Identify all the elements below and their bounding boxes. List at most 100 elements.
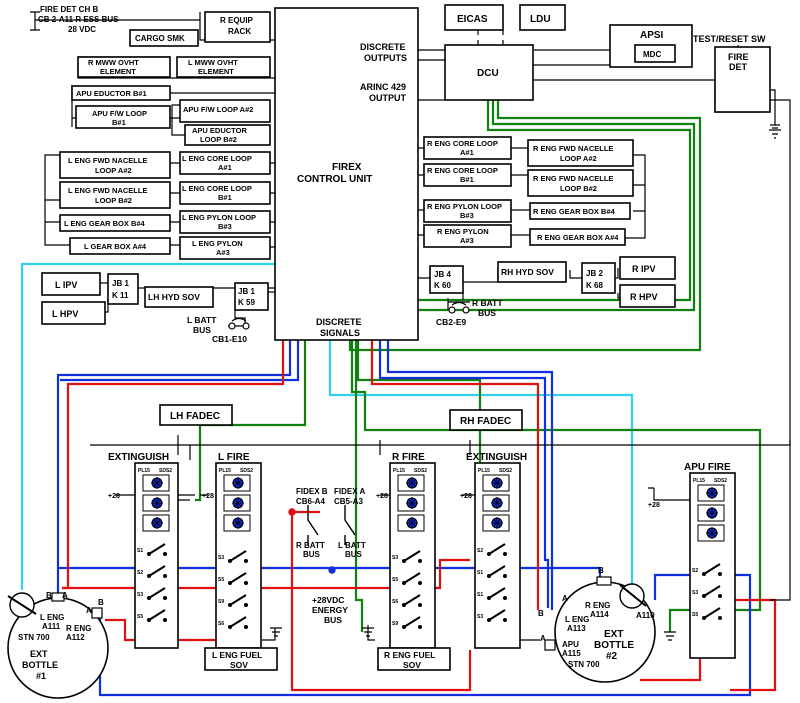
indicator-lamp-icon: [482, 494, 510, 512]
l-gear-box-a4-label: L GEAR BOX A#4: [84, 242, 147, 251]
fire-det-fire-label: FIRE: [728, 52, 749, 62]
b1-number-label: #1: [36, 671, 46, 681]
l-eng-fwd-nacelle-a2-label: L ENG FWD NACELLE: [68, 156, 147, 165]
l-fire-label: L FIRE: [218, 452, 250, 463]
fire-det-switch-box: [714, 46, 771, 113]
r-equip-rack-box: [204, 11, 271, 43]
l-batt-bus-label: BUS: [193, 325, 211, 335]
b1-port-b2-label: B: [98, 598, 104, 607]
jb1-k11-jb-label: JB 1: [112, 279, 129, 288]
firex-control-unit: [274, 7, 419, 341]
b1-a112-label: A112: [66, 633, 85, 642]
l-mww-ovht-box: [176, 56, 271, 78]
r-eng-fwd-nacelle-b2-label: R ENG FWD NACELLE: [533, 174, 613, 183]
apu-eductor-b2-label: LOOP B#2: [200, 135, 237, 144]
r-eng-fuel-sov-box: [377, 647, 451, 671]
l-eng-fwd-nacelle-b2-box: [59, 181, 171, 209]
r-batt-bus-label: BUS: [478, 308, 496, 318]
sds-tag: SDS2: [499, 468, 512, 474]
r-eng-gear-a4-label: R ENG GEAR BOX A#4: [537, 233, 619, 242]
lh-fadec-label: LH FADEC: [170, 411, 220, 422]
switch-number-label: S9: [218, 599, 224, 605]
jb4-k60-box: [429, 265, 464, 294]
l-eng-fuel-label: L ENG FUEL: [212, 650, 262, 660]
b1-l-eng-label: L ENG: [40, 613, 64, 622]
switch-contact-icon: [228, 594, 248, 607]
switch-contact-icon: [147, 543, 167, 556]
l-eng-fuel-sov-box: [204, 647, 278, 671]
discrete-signals-label: DISCRETE: [316, 317, 362, 327]
switch-number-label: S6: [218, 621, 224, 627]
apu-fire-panel: [689, 472, 736, 659]
b2-bottle-label: BOTTLE: [594, 640, 634, 651]
r-loop-a2-label: LOOP A#2: [560, 154, 597, 163]
l-eng-pylon-loop-b3-box: [179, 210, 271, 234]
loop-b2-label: LOOP B#2: [95, 196, 132, 205]
indicator-lamp-icon: [697, 484, 725, 502]
switch-number-label: S3: [137, 592, 143, 598]
cb2-e9-label: CB2-E9: [436, 317, 467, 327]
switch-contact-icon: [228, 616, 248, 629]
ext-bottle-2-icon: [544, 576, 656, 683]
apu-fire-label: APU FIRE: [684, 462, 731, 473]
green-wire: [418, 100, 696, 312]
eicas-label: EICAS: [457, 14, 488, 25]
a1-label: A#1: [218, 163, 232, 172]
sds-tag: SDS2: [714, 478, 727, 484]
l-ipv-box: [41, 272, 101, 296]
pl15-tag: PL15: [138, 468, 150, 474]
switch-contact-icon: [402, 572, 422, 585]
extinguish-left-panel: [134, 462, 179, 649]
apu-fw-a2-label: APU F/W LOOP A#2: [183, 105, 253, 114]
r-eng-pylon-a3-label: R ENG PYLON: [437, 227, 489, 236]
firex-title: FIREX: [332, 162, 362, 173]
r-eng-pylon-b3-label: R ENG PYLON LOOP: [427, 202, 502, 211]
b2-a115-label: A115: [562, 649, 581, 658]
indicator-lamp-icon: [397, 494, 425, 512]
indicator-lamp-icon: [397, 474, 425, 492]
switch-number-label: S3: [477, 614, 483, 620]
lh-fadec-box: [159, 404, 233, 426]
r-hpv-label: R HPV: [630, 292, 658, 302]
switch-contact-icon: [702, 607, 722, 620]
jb2-k68-box: [581, 262, 616, 294]
mdc-label: MDC: [643, 50, 661, 59]
pl15-tag: PL15: [393, 468, 405, 474]
switch-contact-icon: [487, 543, 507, 556]
b2-ext-label: EXT: [604, 629, 623, 640]
r-eng-fuel-label: R ENG FUEL: [384, 650, 435, 660]
l-hpv-box: [41, 301, 106, 325]
28vdc-label: 28 VDC: [68, 25, 96, 34]
switch-contact-icon: [487, 587, 507, 600]
r-a1-label: A#1: [460, 148, 474, 157]
l-batt-label: L BATT: [187, 315, 217, 325]
indicator-lamp-icon: [142, 474, 170, 492]
k60-label: K 60: [434, 281, 451, 290]
extinguish-right-label: EXTINGUISH: [466, 452, 527, 463]
energy-label: ENERGY: [312, 605, 348, 615]
indicator-lamp-icon: [223, 514, 251, 532]
l-eng-pylon-a3-box: [179, 236, 271, 260]
switch-contact-icon: [228, 550, 248, 563]
r-eng-fwd-nacelle-a2-box: [527, 139, 634, 167]
l-eng-fwd-nacelle-b2-label: L ENG FWD NACELLE: [68, 186, 147, 195]
b2-r-eng-label: R ENG: [585, 601, 610, 610]
switch-number-label: S1: [477, 570, 483, 576]
r-eng-pylon-a3-box: [423, 224, 512, 248]
a3-label: A#3: [216, 248, 230, 257]
b1-port-a2-label: A: [86, 606, 92, 615]
extinguish-left-label: EXTINGUISH: [108, 452, 169, 463]
switch-contact-icon: [702, 563, 722, 576]
l-batt-bus-fidex-bus-label: BUS: [345, 550, 363, 559]
r-hpv-box: [619, 284, 676, 308]
switch-number-label: S5: [218, 577, 224, 583]
control-unit-title: CONTROL UNIT: [297, 174, 372, 185]
indicator-lamp-icon: [697, 504, 725, 522]
jb1-k59-box: [234, 282, 269, 311]
b3-label: B#3: [218, 222, 232, 231]
eicas-box: [444, 4, 504, 31]
apu-fw-loop-b1-box: [75, 105, 171, 129]
pl15-tag: PL15: [219, 468, 231, 474]
b2-port-a-label: A: [562, 594, 568, 603]
pl15-tag: PL15: [478, 468, 490, 474]
